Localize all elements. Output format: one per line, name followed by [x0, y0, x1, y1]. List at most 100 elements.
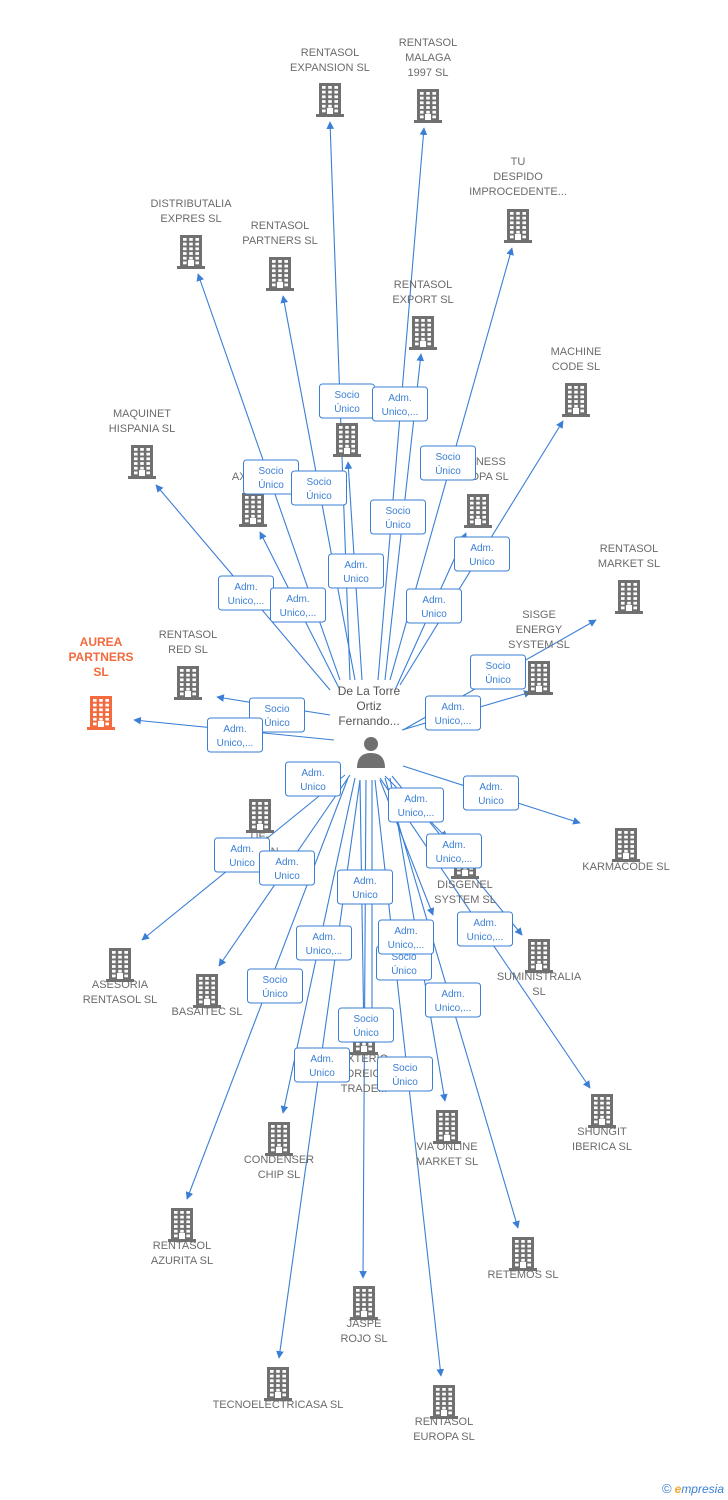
svg-text:Socio: Socio — [258, 466, 283, 477]
svg-text:Unico: Unico — [469, 557, 495, 568]
svg-text:Único: Único — [435, 464, 461, 477]
svg-text:Socio: Socio — [385, 506, 410, 517]
company-label: PARTNERS — [68, 650, 133, 664]
svg-text:Socio: Socio — [391, 952, 416, 963]
building-icon — [246, 799, 274, 833]
building-icon — [316, 83, 344, 117]
company-node-distributalia[interactable]: DISTRIBUTALIA EXPRES SL — [150, 198, 232, 269]
svg-text:Unico,...: Unico,... — [435, 1003, 472, 1014]
company-label: KARMACODE SL — [582, 861, 669, 873]
building-icon — [177, 235, 205, 269]
svg-text:Adm.: Adm. — [394, 926, 417, 937]
company-node-karmacode[interactable]: KARMACODE SL — [582, 828, 670, 873]
building-icon — [504, 209, 532, 243]
svg-text:Adm.: Adm. — [404, 794, 427, 805]
svg-text:Adm.: Adm. — [234, 582, 257, 593]
company-label: FOREIGN — [339, 1068, 389, 1080]
company-label: AUREA — [80, 635, 123, 649]
company-node-retemos[interactable]: RETEMOS SL — [488, 1237, 559, 1281]
company-label: RENTASOL — [153, 1240, 211, 1252]
svg-text:Único: Único — [353, 1026, 379, 1039]
company-label: MALAGA — [405, 52, 452, 64]
company-label: EXPANSION SL — [290, 62, 370, 74]
company-label: MARKET SL — [416, 1156, 478, 1168]
company-label: EXTERIO — [340, 1053, 389, 1065]
relation-label: Adm.Unico — [337, 869, 393, 905]
svg-text:Adm.: Adm. — [441, 989, 464, 1000]
svg-text:Socio: Socio — [435, 452, 460, 463]
company-node-tu-despido[interactable]: TUDESPIDOIMPROCEDENTE... — [469, 156, 567, 243]
building-icon — [562, 383, 590, 417]
company-label: RED SL — [168, 644, 208, 656]
company-label: IMPROCEDENTE... — [469, 186, 567, 198]
svg-text:Adm.: Adm. — [441, 702, 464, 713]
company-label: ROJO SL — [340, 1333, 387, 1345]
svg-text:Unico,...: Unico,... — [435, 716, 472, 727]
company-label: EXPORT SL — [392, 294, 453, 306]
building-icon — [106, 948, 134, 982]
company-node-tecnoelectricasa[interactable]: TECNOELECTRICASA SL — [213, 1367, 344, 1411]
building-icon — [464, 494, 492, 528]
svg-text:Socio: Socio — [334, 390, 359, 401]
building-icon — [612, 828, 640, 862]
building-icon — [525, 939, 553, 973]
relation-label: Adm.Unico,... — [378, 919, 434, 955]
svg-text:Unico,...: Unico,... — [436, 854, 473, 865]
svg-text:Adm.: Adm. — [442, 840, 465, 851]
company-label: HISPANIA SL — [109, 423, 175, 435]
company-node-basaitec[interactable]: BASAITEC SL — [172, 974, 243, 1018]
company-label: PARTNERS SL — [242, 235, 317, 247]
svg-text:Unico: Unico — [309, 1068, 335, 1079]
company-label: RETEMOS SL — [488, 1269, 559, 1281]
svg-text:Unico,...: Unico,... — [280, 608, 317, 619]
relation-label: Adm.Unico — [259, 850, 315, 886]
relations-layer: SocioÚnicoAdm.Unico,...SocioÚnicoSocioÚn… — [207, 383, 526, 1092]
footer-brand[interactable]: ©empresia — [662, 1481, 724, 1496]
relation-label: Adm.Unico — [285, 761, 341, 797]
center-person[interactable]: De La TorreOrtizFernando... — [338, 684, 401, 768]
company-label: MACHINE — [551, 346, 602, 358]
svg-text:Único: Único — [262, 987, 288, 1000]
svg-text:Unico: Unico — [478, 796, 504, 807]
svg-text:Adm.: Adm. — [275, 857, 298, 868]
svg-text:Único: Único — [306, 489, 332, 502]
svg-text:Adm.: Adm. — [230, 844, 253, 855]
svg-text:Unico,...: Unico,... — [398, 808, 435, 819]
svg-text:Unico,...: Unico,... — [217, 738, 254, 749]
relation-label: Adm.Unico,... — [296, 925, 352, 961]
svg-text:Único: Único — [334, 402, 360, 415]
company-label: EXPRES SL — [160, 213, 221, 225]
svg-text:Adm.: Adm. — [310, 1054, 333, 1065]
relation-label: Adm.Unico,... — [218, 575, 274, 611]
company-label: DISTRIBUTALIA — [150, 198, 232, 210]
company-label: RENTASOL — [399, 37, 457, 49]
company-label: SHUNGIT — [577, 1126, 627, 1138]
svg-text:Unico: Unico — [300, 782, 326, 793]
person-icon — [357, 737, 385, 768]
company-label: RENTASOL SL — [83, 994, 158, 1006]
relation-label: Adm.Unico — [463, 775, 519, 811]
